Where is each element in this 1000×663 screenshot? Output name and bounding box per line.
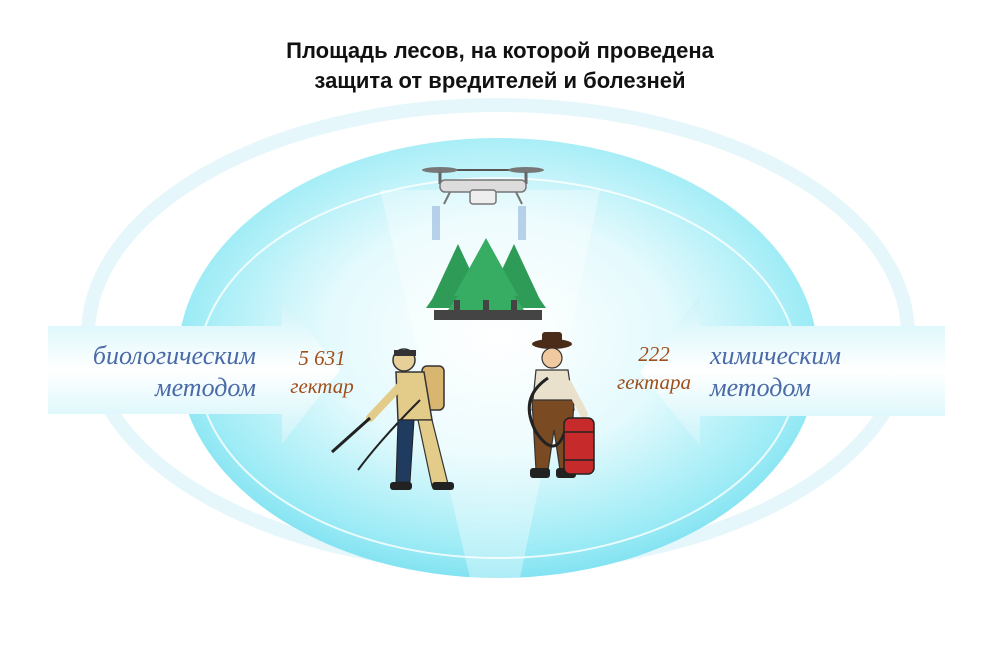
chemical-unit: гектара bbox=[617, 370, 691, 394]
chemical-method-line-1: химическим bbox=[710, 341, 842, 370]
right-arrow bbox=[640, 296, 945, 446]
biological-value: 5 631 bbox=[298, 346, 346, 370]
title-line-1: Площадь лесов, на которой проведена bbox=[286, 38, 714, 63]
chemical-method-label: химическим методом bbox=[710, 340, 870, 404]
biological-area-value: 5 631 гектар bbox=[272, 344, 372, 400]
forest-icon bbox=[426, 238, 546, 320]
sprayer-worker-icon bbox=[331, 348, 454, 490]
chemical-method-line-2: методом bbox=[710, 373, 811, 402]
drone-icon bbox=[422, 167, 544, 240]
chemical-area-value: 222 гектара bbox=[604, 340, 704, 396]
left-arrow bbox=[48, 296, 340, 444]
main-ellipse bbox=[178, 138, 818, 578]
biological-method-label: биологическим методом bbox=[66, 340, 256, 404]
biological-unit: гектар bbox=[290, 374, 354, 398]
chemical-value: 222 bbox=[638, 342, 670, 366]
farmer-barrel-icon bbox=[527, 332, 595, 478]
biological-method-line-2: методом bbox=[155, 373, 256, 402]
biological-method-line-1: биологическим bbox=[92, 341, 256, 370]
light-beam bbox=[380, 190, 600, 578]
page-title: Площадь лесов, на которой проведена защи… bbox=[0, 36, 1000, 96]
title-line-2: защита от вредителей и болезней bbox=[314, 68, 686, 93]
